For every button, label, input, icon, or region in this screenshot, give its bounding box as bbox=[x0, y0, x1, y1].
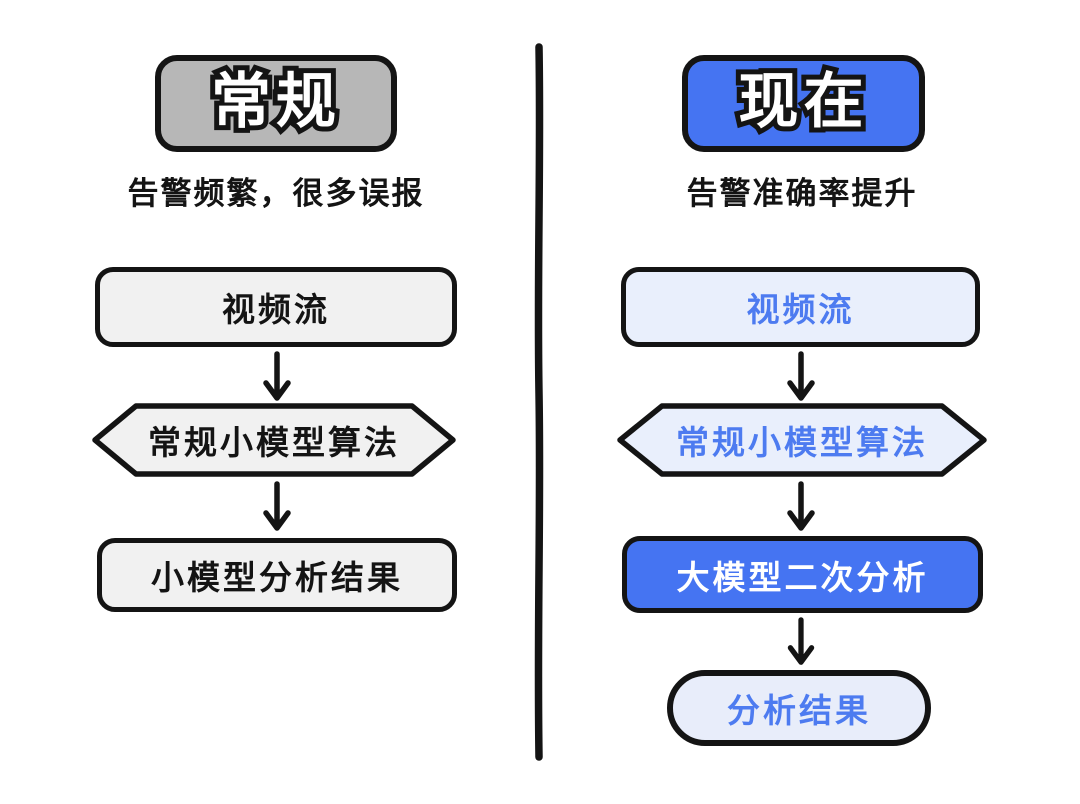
flow-node-video-stream-right: 视频流 bbox=[621, 267, 980, 347]
flow-node-small-model-right: 常规小模型算法 bbox=[615, 402, 989, 478]
vertical-divider bbox=[530, 43, 548, 761]
arrow-down-icon bbox=[262, 481, 292, 533]
left-header-text: 常规 常规 bbox=[206, 66, 341, 136]
right-header-badge: 现在 现在 bbox=[682, 55, 925, 152]
flow-node-large-model-analysis: 大模型二次分析 bbox=[622, 536, 983, 613]
arrow-down-icon bbox=[262, 351, 292, 403]
right-header-label: 现在 bbox=[738, 67, 869, 135]
left-header-outline: 常规 bbox=[206, 66, 341, 136]
right-header-text: 现在 现在 bbox=[734, 66, 869, 136]
flow-node-video-stream-left: 视频流 bbox=[95, 267, 457, 347]
left-subtitle: 告警频繁，很多误报 bbox=[127, 176, 425, 211]
flow-node-label: 常规小模型算法 bbox=[676, 424, 928, 461]
arrow-down-icon bbox=[786, 351, 816, 403]
flow-node-label: 常规小模型算法 bbox=[148, 424, 400, 461]
flow-node-label: 小模型分析结果 bbox=[151, 559, 403, 596]
flow-node-small-model-left: 常规小模型算法 bbox=[90, 402, 458, 478]
flow-node-analysis-result: 分析结果 bbox=[667, 670, 931, 746]
arrow-down-icon bbox=[786, 481, 816, 533]
flow-node-label: 分析结果 bbox=[727, 692, 871, 729]
right-subtitle: 告警准确率提升 bbox=[686, 176, 918, 211]
flow-node-label: 视频流 bbox=[746, 291, 855, 328]
left-header-badge: 常规 常规 bbox=[155, 55, 397, 152]
right-header-outline: 现在 bbox=[734, 66, 869, 136]
flow-node-label: 大模型二次分析 bbox=[676, 558, 929, 596]
arrow-down-icon bbox=[786, 617, 816, 667]
flow-node-small-model-result: 小模型分析结果 bbox=[97, 538, 457, 612]
flow-node-label: 视频流 bbox=[222, 291, 330, 328]
left-header-label: 常规 bbox=[211, 67, 341, 135]
